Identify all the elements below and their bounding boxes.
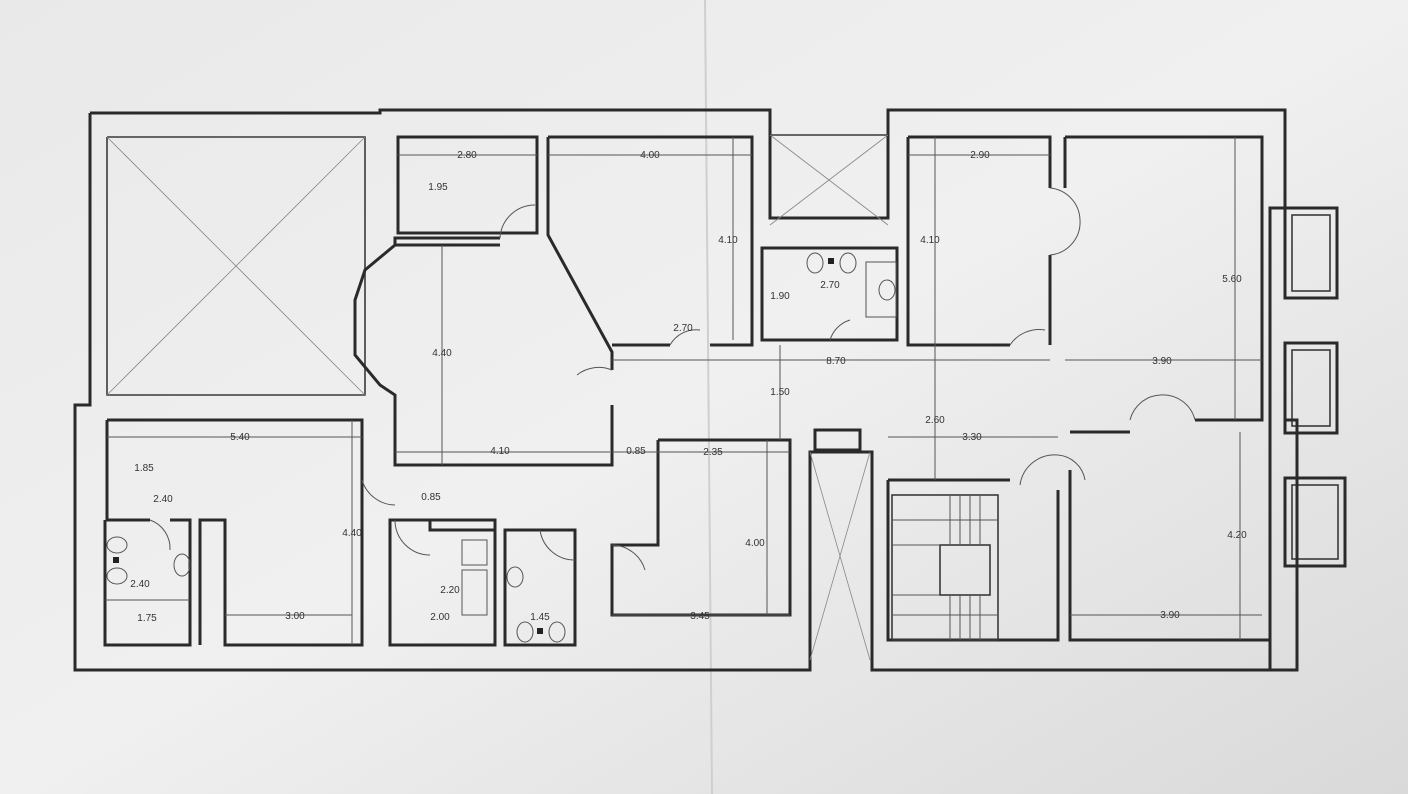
dim-label: 3.30 xyxy=(962,432,982,443)
dim-label: 4.10 xyxy=(490,446,510,457)
dim-label: 3.90 xyxy=(1152,356,1172,367)
dim-label: 3.90 xyxy=(1160,610,1180,621)
dim-label: 2.80 xyxy=(457,150,477,161)
dim-label: 2.70 xyxy=(820,280,840,291)
dim-label: 0.85 xyxy=(421,492,441,503)
dim-label: 0.85 xyxy=(626,446,646,457)
dim-label: 2.00 xyxy=(430,612,450,623)
dim-label: 4.10 xyxy=(718,235,738,246)
dim-label: 4.10 xyxy=(920,235,940,246)
dim-label: 4.20 xyxy=(1227,530,1247,541)
dim-label: 4.00 xyxy=(745,538,765,549)
dim-label: 2.70 xyxy=(673,323,693,334)
dim-label: 2.20 xyxy=(440,585,460,596)
dim-label: 3.00 xyxy=(285,611,305,622)
fixtures xyxy=(106,252,897,643)
dim-label: 1.50 xyxy=(770,387,790,398)
dim-label: 5.60 xyxy=(1222,274,1242,285)
dim-label: 4.40 xyxy=(432,348,452,359)
dim-label: 1.95 xyxy=(428,182,448,193)
dimension-labels: 2.80 1.95 4.00 4.10 4.40 4.10 2.70 1.90 … xyxy=(130,150,1247,624)
dim-label: 2.35 xyxy=(703,447,723,458)
paper-fold xyxy=(704,0,713,794)
dim-label: 4.40 xyxy=(342,528,362,539)
dim-label: 2.40 xyxy=(153,494,173,505)
dim-label: 4.00 xyxy=(640,150,660,161)
outer-walls xyxy=(73,108,1347,672)
dim-label: 2.40 xyxy=(130,579,150,590)
dim-label: 8.70 xyxy=(826,356,846,367)
dim-label: 1.85 xyxy=(134,463,154,474)
dim-label: 1.90 xyxy=(770,291,790,302)
rooms xyxy=(103,135,1270,647)
dim-label: 5.40 xyxy=(230,432,250,443)
staircase xyxy=(891,494,999,641)
dimension-lines xyxy=(107,137,1262,645)
dim-label: 1.75 xyxy=(137,613,157,624)
dim-label: 3.45 xyxy=(690,611,710,622)
dim-label: 1.45 xyxy=(530,612,550,623)
door-swings xyxy=(149,187,1196,571)
light-well xyxy=(769,134,889,661)
dim-label: 2.90 xyxy=(970,150,990,161)
dim-label: 2.60 xyxy=(925,415,945,426)
terrace xyxy=(106,136,366,396)
